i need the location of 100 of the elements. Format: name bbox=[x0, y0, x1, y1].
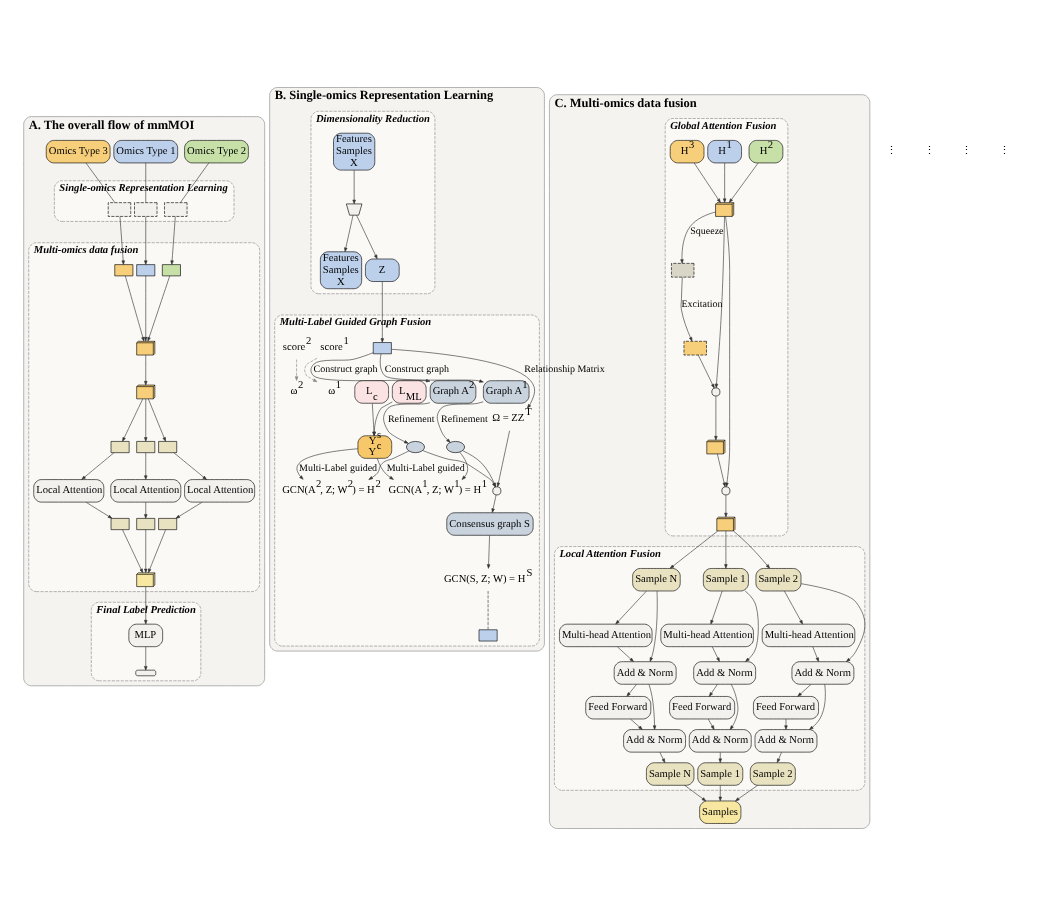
arrow bbox=[496, 430, 510, 488]
arrow bbox=[372, 403, 376, 437]
arrow bbox=[718, 785, 722, 802]
arrow bbox=[809, 684, 826, 730]
arrow bbox=[144, 586, 148, 625]
arrow bbox=[144, 529, 148, 574]
connector bbox=[85, 162, 116, 203]
node-graph bbox=[446, 441, 465, 453]
arrow bbox=[707, 718, 715, 730]
arrow bbox=[144, 354, 148, 386]
arrow bbox=[368, 450, 410, 480]
arrow bbox=[486, 535, 491, 569]
arrow bbox=[436, 401, 484, 443]
arrow bbox=[784, 590, 803, 625]
arrow bbox=[144, 452, 148, 480]
arrow bbox=[797, 684, 812, 697]
arrow bbox=[122, 529, 144, 574]
arrow bbox=[693, 162, 721, 203]
arrow bbox=[491, 494, 497, 513]
node-grid bbox=[110, 518, 130, 530]
node-box bbox=[134, 202, 158, 217]
node-grid bbox=[136, 264, 156, 277]
node-grid bbox=[136, 518, 156, 530]
arrow bbox=[649, 590, 658, 662]
arrow bbox=[709, 684, 718, 697]
node-box bbox=[671, 263, 695, 278]
arrow bbox=[723, 162, 727, 203]
arrow bbox=[144, 501, 148, 519]
arrow bbox=[680, 211, 716, 264]
arrow bbox=[659, 752, 666, 763]
arrow bbox=[724, 530, 728, 569]
arrow bbox=[680, 276, 693, 342]
arrow bbox=[784, 718, 788, 730]
node-grid bbox=[158, 441, 178, 453]
arrow bbox=[144, 646, 148, 671]
arrow bbox=[356, 214, 378, 260]
connector bbox=[145, 162, 147, 203]
arrow bbox=[380, 281, 384, 343]
arrow bbox=[372, 401, 393, 437]
node-grid bbox=[158, 518, 178, 530]
arrow bbox=[718, 752, 722, 763]
arrow bbox=[344, 214, 354, 252]
arrow bbox=[724, 494, 728, 518]
arrow bbox=[85, 501, 113, 519]
arrow bbox=[148, 529, 166, 574]
arrow bbox=[122, 398, 144, 442]
arrow bbox=[812, 646, 819, 662]
node-grid bbox=[114, 264, 134, 277]
node-grid bbox=[372, 342, 392, 355]
arrow bbox=[296, 448, 359, 480]
arrow bbox=[422, 450, 496, 488]
arrow bbox=[648, 684, 657, 730]
arrow bbox=[119, 216, 125, 265]
arrow bbox=[144, 216, 148, 265]
node-grid bbox=[110, 441, 130, 453]
arrow bbox=[462, 450, 496, 488]
node-hourglass bbox=[346, 203, 363, 216]
arrow bbox=[310, 352, 431, 383]
node-circle bbox=[492, 486, 502, 496]
node-graph bbox=[406, 441, 425, 453]
arrow bbox=[144, 398, 148, 442]
arrow bbox=[615, 590, 647, 625]
arrow bbox=[81, 452, 115, 480]
arrow bbox=[294, 359, 299, 381]
arrow bbox=[714, 216, 725, 389]
arrow bbox=[376, 458, 394, 480]
arrow bbox=[148, 398, 166, 442]
arrow bbox=[729, 684, 739, 730]
arrow bbox=[175, 501, 203, 519]
arrow bbox=[173, 452, 207, 480]
arrow bbox=[147, 275, 171, 342]
node-circle bbox=[711, 387, 721, 397]
arrow bbox=[714, 395, 718, 441]
arrow bbox=[733, 530, 770, 569]
arrow bbox=[710, 590, 723, 625]
arrow bbox=[352, 169, 356, 205]
arrow bbox=[617, 646, 634, 662]
arrow bbox=[383, 402, 431, 444]
arrow bbox=[124, 275, 145, 342]
node-box bbox=[683, 340, 707, 356]
arrow bbox=[669, 530, 718, 569]
arrow bbox=[684, 785, 707, 802]
arrow bbox=[744, 590, 759, 662]
arrow bbox=[725, 216, 730, 488]
arrow bbox=[776, 752, 782, 763]
node-grid bbox=[136, 441, 156, 453]
node-bar bbox=[135, 669, 157, 677]
node-circle bbox=[721, 486, 731, 496]
arrow bbox=[170, 216, 176, 265]
connector bbox=[487, 590, 489, 630]
arrow bbox=[459, 451, 468, 480]
arrow bbox=[144, 275, 148, 342]
arrow bbox=[729, 162, 759, 203]
node-grid bbox=[478, 629, 498, 642]
arrow bbox=[800, 583, 866, 662]
arrow bbox=[630, 718, 643, 730]
node-box bbox=[164, 202, 188, 217]
node-grid bbox=[162, 264, 181, 277]
connector bbox=[180, 162, 210, 203]
arrow bbox=[697, 354, 715, 389]
